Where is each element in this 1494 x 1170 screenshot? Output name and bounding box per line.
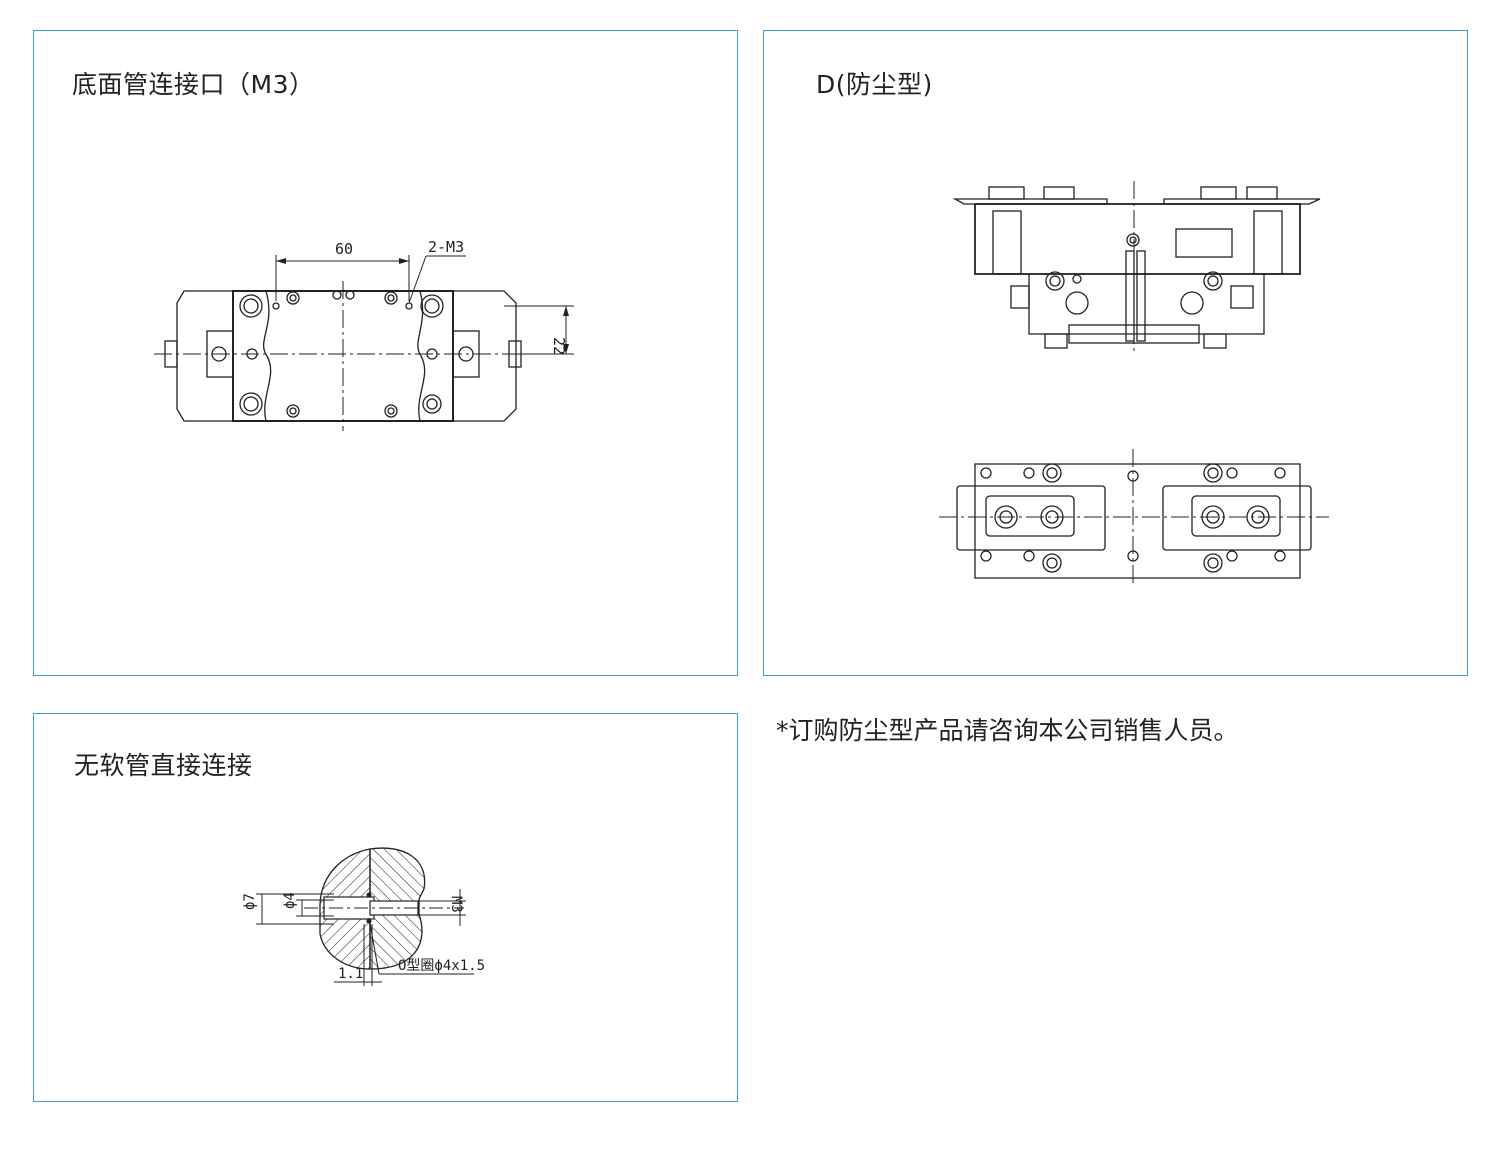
- oring-label: O型圈ϕ4x1.5: [398, 958, 485, 974]
- body-outline: [176, 290, 517, 422]
- panel-dustproof: D(防尘型): [763, 30, 1468, 676]
- panel-title: 无软管直接连接: [74, 751, 253, 780]
- port-block-right: [1162, 485, 1312, 551]
- panel-title: D(防尘型): [816, 70, 933, 99]
- port: [994, 505, 1018, 529]
- panel-title: 底面管连接口（M3）: [72, 70, 315, 99]
- base-plate: [974, 463, 1301, 579]
- dim-phi4: ϕ4: [282, 892, 298, 909]
- dim-phi7: ϕ7: [242, 893, 258, 910]
- order-note: *订购防尘型产品请咨询本公司销售人员。: [776, 716, 1239, 745]
- dim-m3: M3: [448, 896, 464, 913]
- dustproof-drawing: [939, 181, 1329, 586]
- hole: [420, 294, 444, 318]
- direct-connect-drawing: ϕ7 ϕ4 M3 1.1 O型圈ϕ4x1.5: [242, 847, 485, 986]
- hole: [422, 394, 442, 414]
- dim-60: 60: [335, 240, 353, 258]
- break-line-left: [262, 290, 272, 422]
- panel-direct-connect: 无软管直接连接: [33, 713, 738, 1102]
- m3-port: [272, 302, 280, 310]
- hole: [239, 294, 263, 318]
- m3-port: [405, 302, 413, 310]
- callout-2-m3: 2-M3: [428, 238, 464, 256]
- break-line-right: [417, 290, 426, 422]
- bottom-port-drawing: 60 2-M3 22: [154, 238, 574, 431]
- hole: [239, 392, 263, 416]
- port-block-left: [956, 485, 1106, 551]
- dim-1-1: 1.1: [338, 966, 363, 982]
- panel-bottom-port: 底面管连接口（M3）: [33, 30, 738, 676]
- dim-22: 22: [550, 337, 568, 355]
